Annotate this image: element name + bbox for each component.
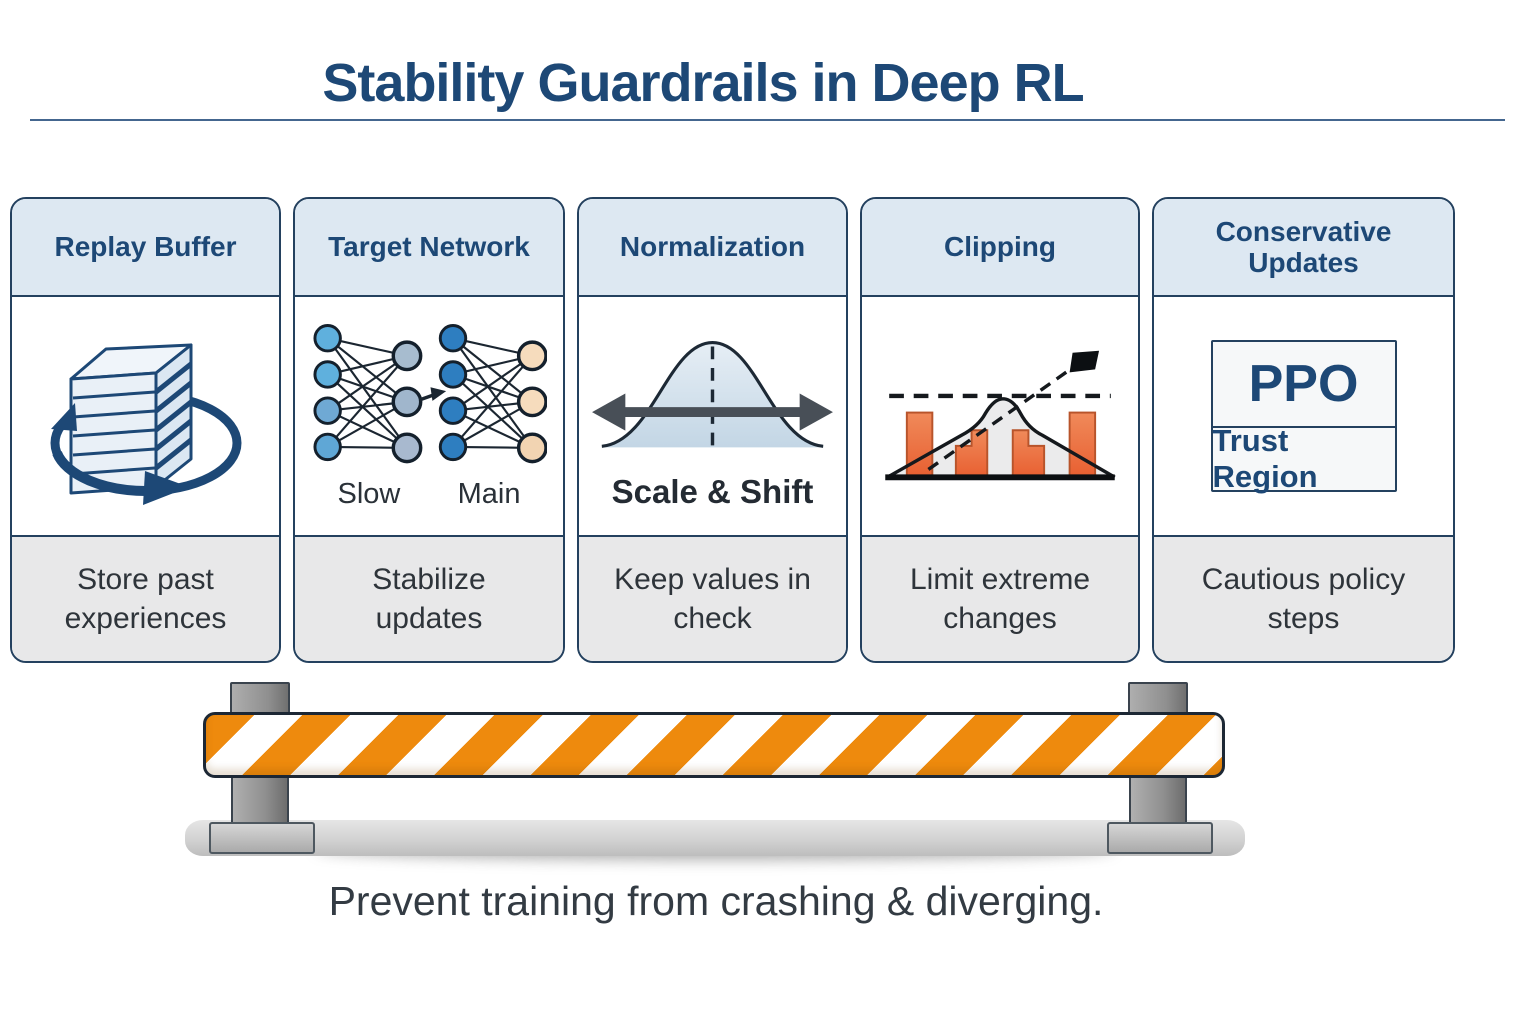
- slow-network-label: Slow: [337, 477, 401, 510]
- card-title: Target Network: [295, 199, 563, 297]
- scale-double-arrow-icon: [592, 393, 833, 431]
- trust-region-label: Trust Region: [1212, 423, 1318, 494]
- card-body: [12, 297, 279, 537]
- card-conservative-updates: Conservative Updates PPO Trust Region Ca…: [1152, 197, 1455, 663]
- bell-curve-outline: [601, 340, 824, 448]
- main-network-nodes: [438, 323, 547, 463]
- histogram-bars: [905, 411, 1097, 479]
- card-caption: Store past experiences: [12, 537, 279, 661]
- distribution-fill: [887, 398, 1115, 478]
- network-labels: Slow Main: [312, 478, 547, 511]
- cards-row: Replay Buffer: [10, 197, 1455, 663]
- guardrail-foot-right: [1107, 822, 1213, 854]
- scale-shift-label: Scale & Shift: [611, 473, 814, 510]
- card-caption: Keep values in check: [579, 537, 846, 661]
- target-network-icon: [312, 323, 547, 463]
- title-underline: [30, 119, 1505, 121]
- bell-curve-icon: [592, 340, 833, 448]
- card-replay-buffer: Replay Buffer: [10, 197, 281, 663]
- ppo-label: PPO: [1212, 342, 1395, 428]
- replay-buffer-icon: [50, 343, 241, 505]
- card-caption: Limit extreme changes: [862, 537, 1138, 661]
- card-title: Clipping: [862, 199, 1138, 297]
- circular-arrow-front: [50, 403, 189, 505]
- guardrail-striped-bar: [203, 712, 1225, 778]
- card-caption: Stabilize updates: [295, 537, 563, 661]
- card-normalization: Normalization: [577, 197, 848, 663]
- buffer-stack: [69, 343, 193, 495]
- page-title: Stability Guardrails in Deep RL: [322, 53, 1084, 113]
- card-body: Scale & Shift: [579, 297, 846, 537]
- card-clipping: Clipping: [860, 197, 1140, 663]
- card-title: Replay Buffer: [12, 199, 279, 297]
- card-title: Normalization: [579, 199, 846, 297]
- flag-icon: [1069, 350, 1100, 373]
- distribution-outline: [886, 397, 1116, 479]
- main-network-label: Main: [457, 477, 521, 510]
- card-body: PPO Trust Region: [1154, 297, 1453, 537]
- bottom-caption: Prevent training from crashing & divergi…: [328, 878, 1104, 924]
- guardrail-base-platform: [185, 820, 1245, 856]
- card-body: [862, 297, 1138, 537]
- sync-arrow-icon: [418, 386, 446, 402]
- guardrail-foot-left: [209, 822, 315, 854]
- card-title: Conservative Updates: [1154, 199, 1453, 297]
- card-target-network: Target Network: [293, 197, 565, 663]
- ppo-box: PPO Trust Region: [1210, 340, 1397, 494]
- slow-network-nodes: [312, 323, 422, 463]
- guardrail-illustration: [185, 668, 1245, 868]
- card-caption: Cautious policy steps: [1154, 537, 1453, 661]
- diverging-dashed-line: [927, 367, 1073, 471]
- card-body: Slow Main: [295, 297, 563, 537]
- clipping-chart-icon: [885, 350, 1116, 481]
